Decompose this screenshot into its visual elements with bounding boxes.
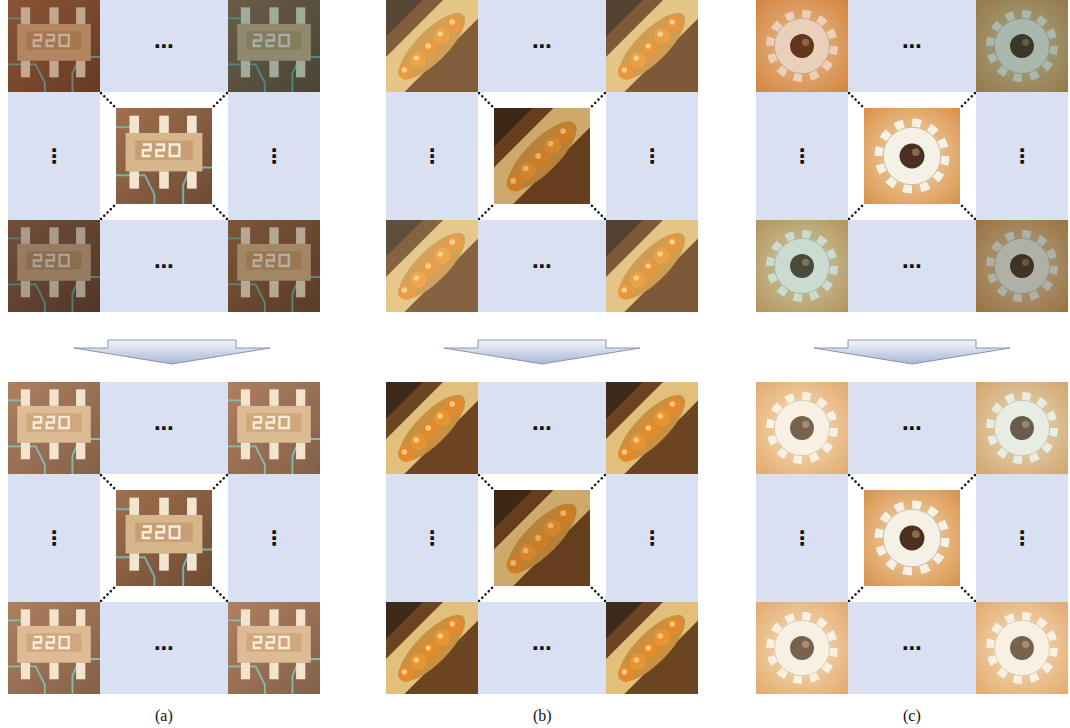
ellipsis-cell: ⋮ xyxy=(606,474,698,602)
ellipsis-cell: ⋯ xyxy=(848,220,976,312)
ellipsis-cell: ⋮ xyxy=(756,92,848,220)
ellipsis-mark: ⋯ xyxy=(154,638,174,658)
ellipsis-mark: ⋯ xyxy=(532,418,552,438)
ellipsis-mark: ⋮ xyxy=(422,528,442,548)
ellipsis-cell: ⋯ xyxy=(478,220,606,312)
ellipsis-cell: ⋮ xyxy=(228,92,320,220)
ellipsis-mark: ⋮ xyxy=(1012,146,1032,166)
ellipsis-cell: ⋮ xyxy=(8,92,100,220)
ellipsis-mark: ⋯ xyxy=(902,418,922,438)
panel-label: (c) xyxy=(903,707,921,725)
ellipsis-cell: ⋮ xyxy=(756,474,848,602)
ellipsis-mark: ⋯ xyxy=(154,418,174,438)
ellipsis-cell: ⋯ xyxy=(848,382,976,474)
ellipsis-cell: ⋮ xyxy=(606,92,698,220)
ellipsis-mark: ⋯ xyxy=(532,638,552,658)
ellipsis-mark: ⋮ xyxy=(44,528,64,548)
panel-label: (a) xyxy=(155,707,173,725)
ellipsis-cell: ⋯ xyxy=(100,0,228,92)
ellipsis-cell: ⋯ xyxy=(848,602,976,694)
ellipsis-mark: ⋮ xyxy=(792,146,812,166)
ellipsis-cell: ⋮ xyxy=(228,474,320,602)
ellipsis-cell: ⋯ xyxy=(100,382,228,474)
ellipsis-cell: ⋮ xyxy=(386,474,478,602)
ellipsis-cell: ⋯ xyxy=(478,0,606,92)
ellipsis-cell: ⋮ xyxy=(8,474,100,602)
ellipsis-mark: ⋮ xyxy=(1012,528,1032,548)
ellipsis-mark: ⋯ xyxy=(532,256,552,276)
ellipsis-mark: ⋯ xyxy=(902,638,922,658)
ellipsis-cell: ⋮ xyxy=(386,92,478,220)
ellipsis-mark: ⋯ xyxy=(154,36,174,56)
ellipsis-cell: ⋯ xyxy=(848,0,976,92)
ellipsis-mark: ⋯ xyxy=(154,256,174,276)
ellipsis-mark: ⋯ xyxy=(902,36,922,56)
ellipsis-cell: ⋯ xyxy=(100,220,228,312)
panel-label: (b) xyxy=(533,707,552,725)
ellipsis-mark: ⋮ xyxy=(642,528,662,548)
ellipsis-cell: ⋯ xyxy=(100,602,228,694)
ellipsis-mark: ⋯ xyxy=(902,256,922,276)
ellipsis-cell: ⋯ xyxy=(478,602,606,694)
ellipsis-mark: ⋮ xyxy=(264,146,284,166)
ellipsis-mark: ⋮ xyxy=(264,528,284,548)
ellipsis-mark: ⋮ xyxy=(44,146,64,166)
ellipsis-cell: ⋮ xyxy=(976,92,1068,220)
ellipsis-mark: ⋮ xyxy=(792,528,812,548)
ellipsis-cell: ⋯ xyxy=(478,382,606,474)
ellipsis-mark: ⋮ xyxy=(642,146,662,166)
ellipsis-mark: ⋮ xyxy=(422,146,442,166)
ellipsis-mark: ⋯ xyxy=(532,36,552,56)
ellipsis-cell: ⋮ xyxy=(976,474,1068,602)
